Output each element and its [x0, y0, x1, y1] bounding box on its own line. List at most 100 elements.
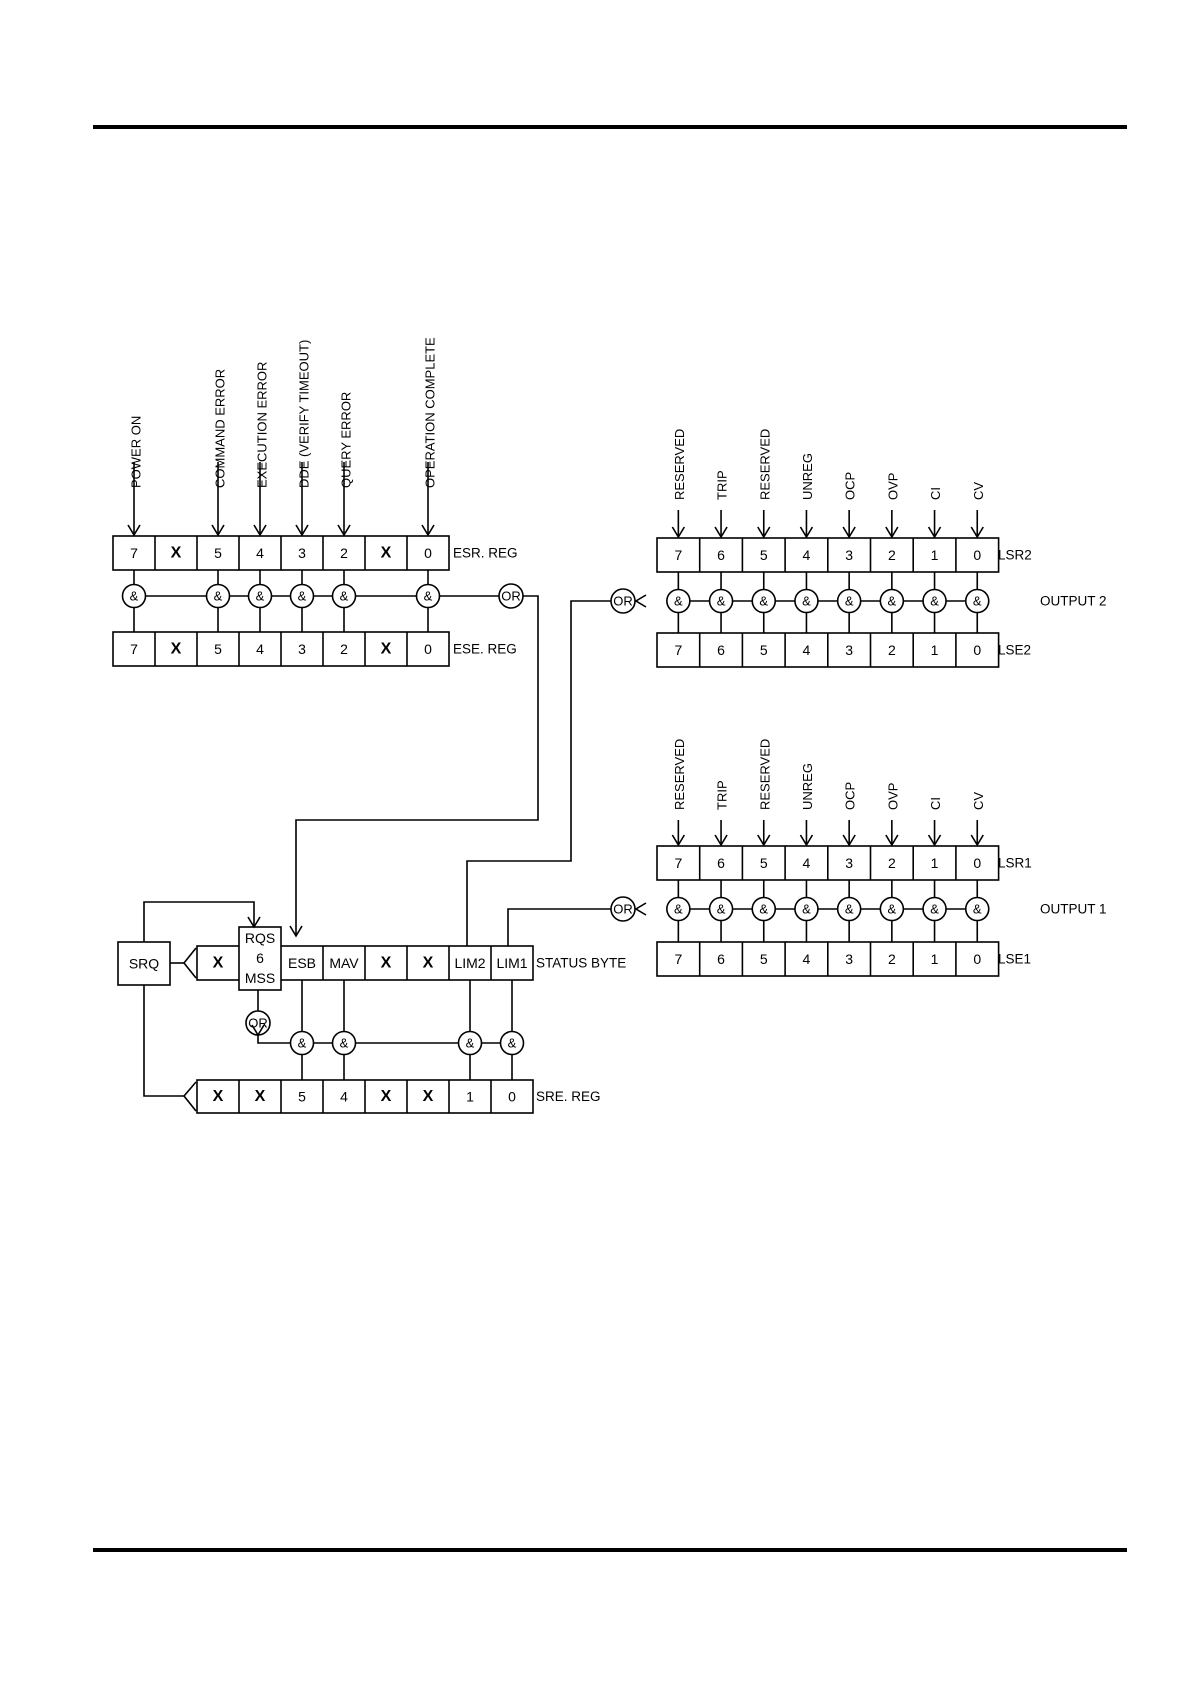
and-gate: & — [802, 902, 811, 917]
event-input-arrow — [253, 524, 267, 537]
bit-cell: 4 — [340, 1089, 348, 1105]
lsr1-event-label: OCP — [843, 782, 858, 810]
and-gate: & — [298, 1036, 307, 1051]
and-gate-circle — [922, 896, 947, 922]
bit-cell: 7 — [674, 951, 682, 967]
and-gate: & — [340, 589, 349, 604]
lsr1-event-label: OVP — [885, 783, 900, 810]
lim1-summary-line — [507, 908, 611, 946]
bit-cell: X — [423, 955, 434, 972]
bit-cell: 7 — [130, 641, 138, 657]
esr-event-label: QUERY ERROR — [339, 392, 354, 488]
bit-cell: 2 — [340, 641, 348, 657]
lsr2-event-label: UNREG — [800, 453, 815, 500]
and-gate-circle — [708, 896, 734, 922]
bit-cell: 0 — [973, 547, 981, 563]
lsr2-event-label: RESERVED — [672, 429, 687, 500]
and-gate-circle — [836, 896, 862, 922]
bit-cell: 5 — [760, 642, 768, 658]
lsr2-event-label: OVP — [885, 473, 900, 500]
and-gate: & — [298, 589, 307, 604]
and-gate-circle — [289, 583, 315, 609]
event-input-arrow — [757, 834, 771, 847]
output1-or-gate: OR — [613, 902, 633, 917]
output-1-label: OUTPUT 1 — [1040, 902, 1107, 917]
lsr1-event-label: RESERVED — [672, 739, 687, 810]
and-gate: & — [674, 902, 683, 917]
bit-cell: 4 — [803, 547, 811, 563]
bit-cell: 5 — [214, 641, 222, 657]
bit-cell: 0 — [973, 642, 981, 658]
and-gate-circle — [289, 1030, 315, 1056]
and-gate-circle — [457, 1030, 483, 1056]
event-input-arrow — [927, 834, 942, 847]
bit-cell: 7 — [130, 545, 138, 561]
and-gate-circle — [751, 896, 777, 922]
esb-summary-line — [295, 595, 539, 936]
esr-event-label: COMMAND ERROR — [213, 369, 228, 488]
and-gate: & — [130, 589, 139, 604]
event-input-arrow — [842, 526, 856, 539]
bit-cell: X — [255, 1088, 266, 1105]
bit-cell: 0 — [508, 1089, 516, 1105]
event-input-arrow — [671, 834, 686, 847]
and-gate-circle — [794, 588, 819, 614]
event-input-arrow — [885, 526, 899, 539]
bit-cell: 0 — [973, 951, 981, 967]
event-input-arrow — [842, 834, 856, 847]
bit-cell: 5 — [760, 855, 768, 871]
bit-cell: 1 — [931, 855, 939, 871]
lse1-register-label: LSE1 — [998, 952, 1031, 967]
bit-cell: 7 — [674, 642, 682, 658]
and-gate-circle — [879, 588, 905, 614]
and-gate: & — [717, 902, 726, 917]
lsr1-event-label: RESERVED — [757, 739, 772, 810]
esr-register-label: ESR. REG — [453, 546, 518, 561]
bit-cell: 5 — [760, 547, 768, 563]
lsr1-event-label: CI — [928, 797, 943, 810]
bit-cell: X — [423, 1088, 434, 1105]
event-input-arrow — [714, 526, 728, 539]
output2-or-gate: OR — [613, 594, 633, 609]
and-gate: & — [759, 902, 768, 917]
lsr1-register-label: LSR1 — [998, 856, 1032, 871]
esr-event-label: EXECUTION ERROR — [255, 362, 270, 488]
sre-input-chevron — [182, 1081, 197, 1112]
and-gate-circle — [331, 583, 357, 609]
and-gate: & — [759, 594, 768, 609]
and-gate: & — [930, 594, 939, 609]
lsr1-event-label: TRIP — [715, 780, 730, 810]
and-gate-circle — [964, 588, 990, 614]
event-input-arrow — [927, 526, 942, 539]
ese-register-label: ESE. REG — [453, 642, 517, 657]
bit-cell: 2 — [888, 951, 896, 967]
bit-cell: 1 — [931, 951, 939, 967]
esr-event-label: POWER ON — [129, 416, 144, 488]
rqs-mss-text: RQS — [245, 930, 275, 946]
header-rule — [93, 125, 1127, 129]
and-gate: & — [888, 902, 897, 917]
bit-cell: 4 — [803, 855, 811, 871]
event-input-arrow — [714, 834, 728, 847]
and-gate-circle — [794, 896, 819, 922]
sre-register-label: SRE. REG — [536, 1089, 601, 1104]
rqs-arrow — [247, 916, 261, 929]
status-byte-input-chevron — [182, 947, 197, 979]
bit-cell: 7 — [674, 547, 682, 563]
and-gate-circle — [331, 1030, 357, 1056]
bit-cell: X — [381, 545, 392, 562]
and-gate: & — [424, 589, 433, 604]
bit-cell: X — [171, 545, 182, 562]
and-gate-circle — [415, 583, 441, 609]
bit-cell: 2 — [888, 855, 896, 871]
esb-arrow — [289, 925, 303, 938]
and-gate-circle — [879, 896, 905, 922]
footer-rule — [93, 1548, 1127, 1552]
